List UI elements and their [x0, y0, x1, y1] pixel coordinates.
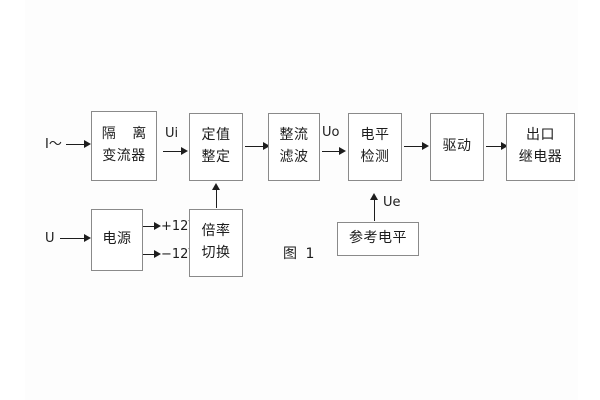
block-setting-line1: 定值 — [201, 127, 231, 144]
block-isolation-ct-line1: 隔 离 — [101, 126, 153, 143]
figure-panel-background — [25, 0, 578, 400]
reference-level-arrow — [370, 193, 379, 221]
uo-arrow — [322, 147, 346, 156]
ui-signal-label: Ui — [165, 126, 179, 141]
block-rectify-filter: 整流 滤波 — [268, 113, 320, 181]
level-detect-to-drive-arrow — [404, 142, 429, 151]
block-output-relay: 出口 继电器 — [506, 113, 575, 181]
block-rectify-filter-line1: 整流 — [279, 127, 309, 144]
block-drive-line1: 驱动 — [442, 138, 472, 155]
block-setting: 定值 整定 — [189, 113, 243, 181]
multiplier-to-setting-arrow — [212, 183, 221, 208]
ue-signal-label: Ue — [383, 195, 401, 210]
rail-negative-arrow — [143, 250, 161, 259]
rail-negative-label: −12V — [161, 247, 198, 262]
block-power-supply-line1: 电源 — [102, 231, 132, 248]
rail-positive-arrow — [143, 222, 161, 231]
block-level-detect-line2: 检测 — [360, 149, 390, 165]
block-setting-line2: 整定 — [201, 149, 231, 165]
setting-to-rectify-arrow — [245, 142, 270, 151]
block-reference-level: 参考电平 — [337, 222, 419, 256]
current-input-arrow — [66, 140, 91, 149]
block-rectify-filter-line2: 滤波 — [279, 149, 309, 165]
rail-positive-label: +12V — [161, 219, 198, 234]
block-multiplier-switch-line1: 倍率 — [201, 223, 231, 240]
block-reference-level-line1: 参考电平 — [349, 230, 407, 247]
ui-arrow — [163, 147, 188, 156]
figure-caption: 图 1 — [283, 246, 317, 262]
uo-signal-label: Uo — [322, 125, 340, 140]
block-level-detect: 电平 检测 — [348, 113, 402, 181]
block-level-detect-line1: 电平 — [360, 127, 390, 144]
block-drive: 驱动 — [430, 113, 484, 181]
voltage-input-arrow — [60, 234, 91, 243]
block-multiplier-switch-line2: 切换 — [201, 245, 231, 261]
block-multiplier-switch: 倍率 切换 — [189, 209, 243, 277]
block-power-supply: 电源 — [91, 209, 143, 271]
block-output-relay-line2: 继电器 — [518, 149, 563, 165]
current-input-label: I～ — [45, 137, 62, 152]
voltage-input-label: U — [45, 231, 55, 246]
drive-to-relay-arrow — [486, 142, 508, 151]
block-output-relay-line1: 出口 — [526, 127, 555, 144]
block-isolation-ct-line2: 变流器 — [102, 148, 146, 164]
block-isolation-ct: 隔 离 变流器 — [91, 111, 157, 181]
